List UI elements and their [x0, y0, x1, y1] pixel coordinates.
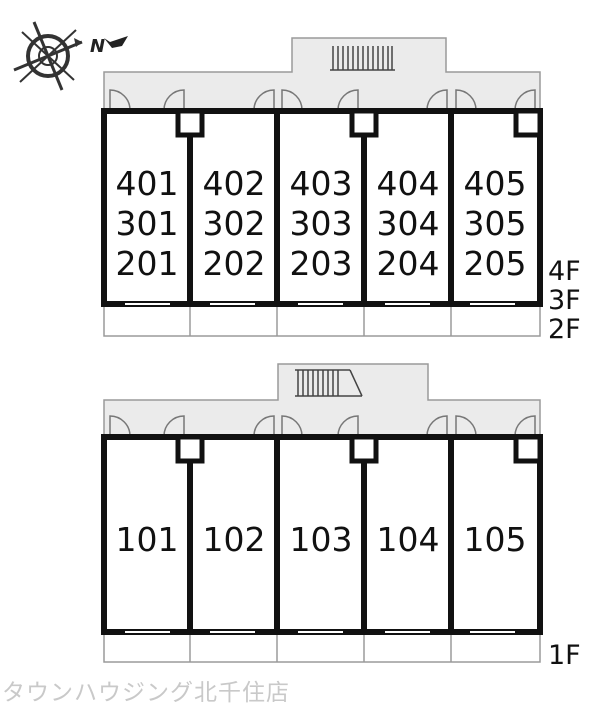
- room-number: 201: [116, 244, 179, 283]
- unit-column-1: 401 301 201: [116, 164, 179, 283]
- room-number: 304: [377, 204, 440, 243]
- lower-meter-boxes: [175, 434, 543, 464]
- upper-corridor: [103, 37, 541, 111]
- room-number: 103: [290, 520, 353, 559]
- upper-balcony: [103, 305, 541, 337]
- room-number: 303: [290, 204, 353, 243]
- lower-stairs: [295, 369, 363, 397]
- room-number: 101: [116, 520, 179, 559]
- room-number: 203: [290, 244, 353, 283]
- unit-column-2: 402 302 202: [203, 164, 266, 283]
- upper-building: [101, 37, 543, 337]
- unit-column-4: 404 304 204: [377, 164, 440, 283]
- upper-stairs: [330, 46, 395, 71]
- compass-label: N: [90, 36, 105, 57]
- room-number: 204: [377, 244, 440, 283]
- room-number: 403: [290, 164, 353, 203]
- room-number: 205: [464, 244, 527, 283]
- compass-icon: N: [13, 21, 128, 91]
- room-number: 301: [116, 204, 179, 243]
- unit-column-3: 403 303 203: [290, 164, 353, 283]
- room-number: 102: [203, 520, 266, 559]
- floor-label: 3F: [548, 285, 581, 316]
- lower-corridor: [103, 363, 541, 437]
- room-number: 401: [116, 164, 179, 203]
- upper-unit-frame: [101, 108, 543, 307]
- room-number: 402: [203, 164, 266, 203]
- floor-label: 1F: [548, 640, 581, 671]
- room-number: 105: [464, 520, 527, 559]
- room-number: 405: [464, 164, 527, 203]
- lower-door-swings: [109, 415, 536, 437]
- lower-unit-frame: [101, 434, 543, 635]
- floor-label: 2F: [548, 314, 581, 345]
- room-number: 202: [203, 244, 266, 283]
- lower-balcony: [103, 633, 541, 663]
- upper-meter-boxes: [175, 108, 543, 138]
- agency-watermark: タウンハウジング北千住店: [2, 680, 290, 705]
- room-number: 302: [203, 204, 266, 243]
- room-number: 404: [377, 164, 440, 203]
- room-number: 104: [377, 520, 440, 559]
- floor-label: 4F: [548, 256, 581, 287]
- upper-door-swings: [109, 89, 536, 111]
- lower-building: [101, 363, 543, 663]
- room-number: 305: [464, 204, 527, 243]
- unit-column-5: 405 305 205: [464, 164, 527, 283]
